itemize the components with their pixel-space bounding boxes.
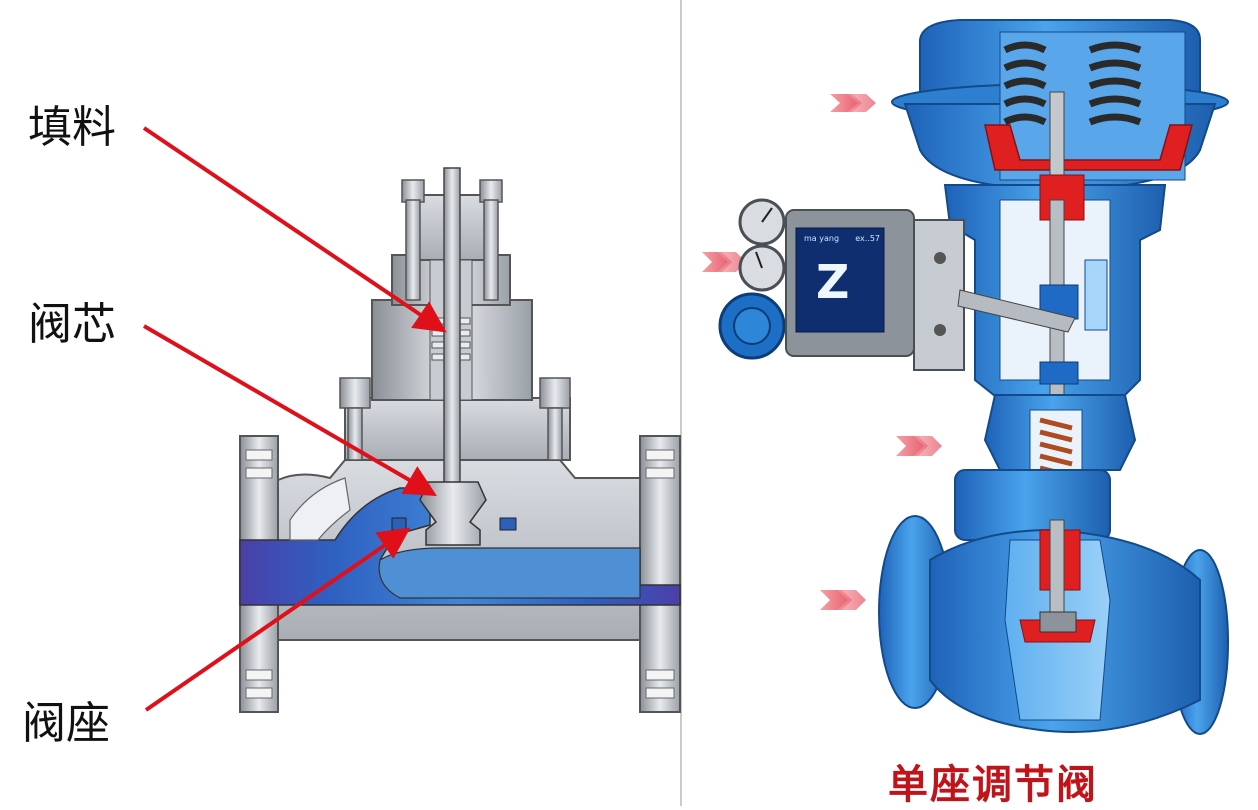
positioner-brand-text: ma yang bbox=[804, 234, 840, 243]
valve-positioner: Z bbox=[718, 198, 1076, 371]
yoke bbox=[943, 174, 1167, 501]
left-valve-cutaway bbox=[239, 167, 681, 713]
valve-bonnet bbox=[954, 394, 1137, 541]
arrow-packing bbox=[142, 126, 447, 333]
svg-text:Z: Z bbox=[816, 255, 849, 309]
label-valve-plug: 阀芯 bbox=[28, 299, 116, 350]
positioner-screen-text: ma yang ex..57 bbox=[804, 234, 880, 243]
valve-plug bbox=[419, 481, 487, 546]
pointer-arrows bbox=[142, 126, 447, 712]
valve-body bbox=[878, 515, 1229, 735]
valve-seat bbox=[391, 517, 407, 531]
lower-chamber bbox=[378, 547, 641, 599]
right-flange bbox=[639, 435, 681, 713]
caption-single-seat-control-valve: 单座调节阀 bbox=[888, 761, 1098, 808]
flow-channel bbox=[239, 487, 681, 606]
valve-stem bbox=[443, 167, 461, 487]
right-control-valve: Z bbox=[702, 19, 1229, 735]
label-packing: 填料 bbox=[28, 102, 116, 153]
arrow-seat bbox=[144, 527, 411, 712]
positioner-code-text: ex..57 bbox=[855, 234, 880, 243]
diaphragm-actuator bbox=[891, 19, 1229, 213]
arrow-plug bbox=[142, 324, 437, 497]
label-valve-seat: 阀座 bbox=[22, 698, 110, 749]
